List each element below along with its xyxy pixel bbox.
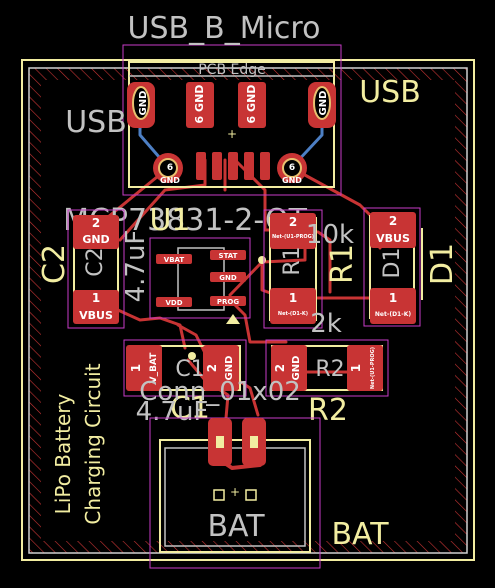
- svg-text:VBUS: VBUS: [79, 309, 113, 322]
- c2-value-label: 4.7uF: [121, 230, 151, 303]
- c1-value-label: 4.7uF: [136, 397, 209, 427]
- caption-line-1: LiPo Battery: [51, 394, 75, 515]
- usb-value-label: USB_B_Micro: [128, 11, 321, 46]
- d1-fab-reference: D1: [380, 248, 405, 279]
- svg-text:V_BAT: V_BAT: [149, 352, 159, 384]
- r1-reference-label: R1: [325, 244, 360, 284]
- svg-text:1: 1: [129, 364, 143, 372]
- usb-pad-6c[interactable]: 6 GND: [238, 82, 266, 128]
- connector-value-label: Conn_01x02: [139, 377, 301, 407]
- svg-text:VBAT: VBAT: [164, 256, 185, 264]
- r2-pad-2[interactable]: 2 GND: [271, 345, 307, 391]
- board-caption: LiPo Battery Charging Circuit: [51, 363, 105, 524]
- u1-pin-prog[interactable]: PROG: [210, 296, 246, 306]
- c1-pad-2[interactable]: 2 GND: [203, 345, 239, 391]
- via-icon: [258, 256, 266, 264]
- c1-pad-1[interactable]: 1 V_BAT: [126, 345, 162, 391]
- svg-text:GND: GND: [219, 274, 237, 282]
- r2-resistor: 2 GND 1 Net-(U1-PROG) R2 R2 2k: [265, 309, 389, 428]
- pin1-marker-icon: [226, 314, 240, 324]
- usb-connector: PCB Edge USB_B_Micro USB USB + GND 6 GND…: [65, 11, 421, 196]
- svg-text:GND: GND: [160, 176, 180, 185]
- connector-fab-reference: BAT: [207, 509, 265, 544]
- connector-reference-label: BAT: [331, 517, 389, 552]
- svg-text:GND: GND: [82, 233, 109, 246]
- svg-text:+: +: [230, 485, 240, 499]
- svg-text:1: 1: [289, 291, 297, 305]
- usb-pad-6a[interactable]: GND: [127, 82, 155, 128]
- svg-text:VBUS: VBUS: [376, 232, 410, 245]
- usb-pad-6e[interactable]: 6 GND: [153, 153, 183, 185]
- svg-text:GND: GND: [224, 356, 235, 381]
- c1-capacitor: 1 V_BAT 2 GND C1 C1 4.7uF: [123, 339, 247, 427]
- svg-text:6 GND: 6 GND: [193, 85, 206, 124]
- svg-text:1: 1: [92, 291, 100, 305]
- usb-signal-pads: [196, 152, 270, 180]
- caption-line-2: Charging Circuit: [81, 363, 105, 524]
- r1-value-label: 10k: [306, 220, 354, 250]
- r2-reference-label: R2: [308, 393, 348, 428]
- svg-text:GND: GND: [291, 356, 302, 381]
- svg-text:GND: GND: [282, 176, 302, 185]
- svg-text:2: 2: [273, 364, 287, 372]
- c2-capacitor: 2 GND 1 VBUS C2 C2 4.7uF: [37, 209, 151, 329]
- usb-fab-reference: USB: [65, 105, 127, 140]
- usb-reference-label: USB: [359, 75, 421, 110]
- u1-pin-gnd[interactable]: GND: [210, 272, 246, 282]
- c2-fab-reference: C2: [83, 247, 108, 276]
- c1-reference-label: C1: [170, 391, 210, 426]
- svg-text:1: 1: [349, 364, 363, 372]
- c2-pad-2[interactable]: 2 GND: [73, 215, 119, 249]
- r2-fab-reference: R2: [315, 357, 344, 382]
- r2-pad-1[interactable]: 1 Net-(U1-PROG): [347, 345, 383, 391]
- svg-text:2: 2: [92, 216, 100, 230]
- c2-reference-label: C2: [37, 244, 72, 284]
- svg-text:6: 6: [167, 163, 173, 173]
- d1-reference-label: D1: [425, 243, 460, 285]
- usb-pad-6d[interactable]: GND: [308, 82, 336, 128]
- svg-text:2: 2: [205, 364, 219, 372]
- usb-pad-6b[interactable]: 6 GND: [186, 82, 214, 128]
- c1-fab-reference: C1: [175, 357, 204, 382]
- svg-text:Net-(D1-K): Net-(D1-K): [375, 311, 411, 318]
- svg-text:STAT: STAT: [219, 252, 238, 260]
- u1-pin-vdd[interactable]: VDD: [156, 297, 192, 307]
- svg-text:Net-(U1-PROG): Net-(U1-PROG): [370, 347, 376, 389]
- u1-pin-vbat[interactable]: VBAT: [156, 254, 192, 264]
- via-icon: [188, 352, 196, 360]
- svg-text:Net-(D1-K): Net-(D1-K): [278, 311, 308, 317]
- c2-pad-1[interactable]: 1 VBUS: [73, 290, 119, 324]
- d1-pad-1[interactable]: 1 Net-(D1-K): [370, 288, 416, 324]
- svg-text:+: +: [227, 127, 237, 141]
- battery-connector: Conn_01x02 + BAT BAT: [139, 377, 389, 569]
- svg-text:6 GND: 6 GND: [245, 85, 258, 124]
- svg-text:GND: GND: [318, 91, 329, 116]
- usb-edge-label: PCB Edge: [198, 62, 266, 78]
- usb-pad-6f[interactable]: 6 GND: [277, 153, 307, 185]
- svg-text:1: 1: [389, 291, 397, 305]
- svg-text:2: 2: [289, 215, 297, 229]
- d1-pad-2[interactable]: 2 VBUS: [370, 212, 416, 248]
- r1-pad-2[interactable]: 2 Net-(U1-PROG): [270, 213, 316, 249]
- u1-reference-label: U1: [149, 203, 190, 238]
- svg-text:GND: GND: [138, 91, 149, 116]
- r2-value-label: 2k: [310, 309, 342, 339]
- svg-text:2: 2: [389, 214, 397, 228]
- svg-text:Net-(U1-PROG): Net-(U1-PROG): [272, 234, 314, 240]
- r1-pad-1[interactable]: 1 Net-(D1-K): [270, 288, 316, 324]
- svg-text:PROG: PROG: [217, 298, 239, 306]
- r1-fab-reference: R1: [280, 246, 305, 275]
- svg-text:VDD: VDD: [165, 299, 182, 307]
- u1-pin-stat[interactable]: STAT: [210, 250, 246, 260]
- r1-resistor: 2 Net-(U1-PROG) 1 Net-(D1-K) R1 R1 10k: [263, 209, 360, 329]
- svg-text:6: 6: [289, 163, 295, 173]
- d1-led: 2 VBUS 1 Net-(D1-K) D1 D1: [363, 207, 460, 327]
